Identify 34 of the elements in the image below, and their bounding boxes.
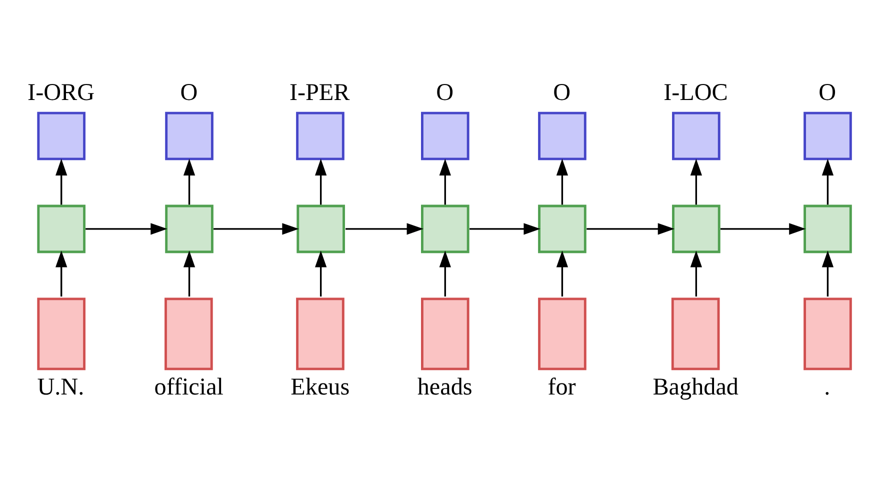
arrow	[183, 250, 196, 297]
arrow	[690, 158, 702, 205]
arrow	[314, 250, 327, 297]
arrow	[56, 250, 68, 297]
arrow	[439, 158, 451, 205]
node-label: Baghdad	[652, 373, 738, 400]
arrow	[690, 250, 702, 297]
arrow	[86, 223, 168, 235]
node-label: O	[818, 78, 836, 106]
node-label: U.N.	[37, 373, 84, 400]
arrow	[586, 223, 675, 235]
arrow	[56, 158, 68, 205]
node-label: O	[553, 78, 571, 106]
node-label: .	[824, 373, 830, 400]
arrow	[470, 223, 540, 235]
arrow	[556, 158, 568, 205]
node-label: for	[548, 373, 576, 400]
node-label: heads	[417, 373, 472, 400]
arrow	[556, 250, 568, 297]
arrow	[720, 223, 806, 235]
node-label: O	[436, 78, 454, 106]
arrow	[183, 158, 196, 205]
node-label: Ekeus	[290, 373, 350, 400]
arrow	[822, 250, 834, 297]
arrow	[346, 223, 424, 235]
node-label: official	[154, 373, 224, 400]
arrow	[314, 158, 327, 205]
node-label: O	[180, 78, 198, 106]
node-label: I-LOC	[664, 78, 728, 106]
arrow	[214, 223, 299, 235]
arrow	[822, 158, 834, 205]
node-label: I-ORG	[28, 78, 95, 106]
node-label: I-PER	[289, 78, 350, 106]
arrow	[439, 250, 451, 297]
